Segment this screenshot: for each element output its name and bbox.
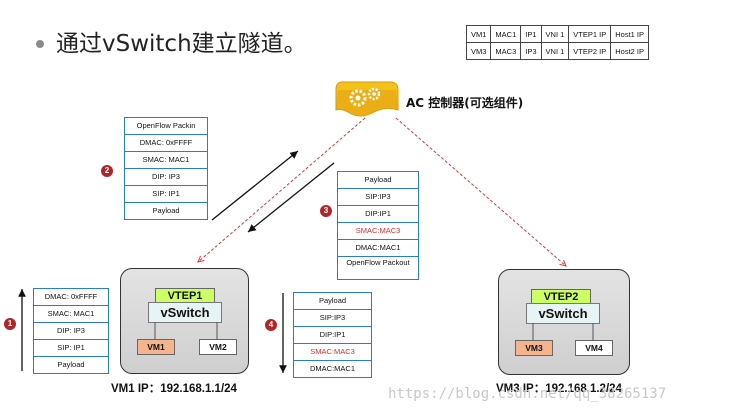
vswitch-1: vSwitch xyxy=(148,302,222,323)
packet-field: OpenFlow Packout xyxy=(346,258,410,267)
packet-step-2: OpenFlow Packin DMAC: 0xFFFF SMAC: MAC1 … xyxy=(124,117,208,220)
packet-field: Payload xyxy=(338,172,418,189)
table-cell: VTEP2 IP xyxy=(568,42,612,60)
table-cell: VM3 xyxy=(465,42,492,60)
packet-field: SMAC: MAC1 xyxy=(125,152,207,169)
packet-field: DMAC:MAC1 xyxy=(338,240,418,257)
table-cell: IP3 xyxy=(520,42,542,60)
packet-field: Payload xyxy=(152,206,180,215)
host-2: VTEP2 vSwitch VM3 VM4 xyxy=(498,269,630,375)
host2-ip-label: VM3 IP：192.168.1.2/24 xyxy=(496,383,622,395)
packet-field: SMAC:MAC3 xyxy=(338,223,418,240)
packet-field: OpenFlow Packin xyxy=(125,118,207,135)
vtep-2: VTEP2 xyxy=(531,289,591,305)
host-1: VTEP1 vSwitch VM1 VM2 xyxy=(120,268,249,374)
packout-arrow xyxy=(247,162,335,233)
packet-field: SMAC: MAC1 xyxy=(34,306,108,323)
tunnel-dashed-line-host2 xyxy=(395,117,566,266)
step-4-badge: 4 xyxy=(265,319,277,331)
host1-links xyxy=(154,322,218,339)
table-cell: Host2 IP xyxy=(610,42,649,60)
host2-links xyxy=(532,323,594,340)
packet-field: SIP:IP3 xyxy=(338,189,418,206)
packet-field: DMAC:MAC1 xyxy=(309,364,355,373)
ac-controller-icon xyxy=(334,76,400,122)
vm3-box: VM3 xyxy=(515,340,553,356)
watermark-text: https://blog.csdn.net/qq_38265137 xyxy=(388,386,667,402)
slide-title: 通过vSwitch建立隧道。 xyxy=(56,31,307,57)
packet-field: Payload xyxy=(57,360,85,369)
packet-field: DMAC: 0xFFFF xyxy=(125,135,207,152)
vm4-box: VM4 xyxy=(575,340,613,356)
table-row: VM3 MAC3 IP3 VNI 1 VTEP2 IP Host2 IP xyxy=(465,42,649,60)
vm1-box: VM1 xyxy=(137,339,175,355)
host1-ip-label: VM1 IP：192.168.1.1/24 xyxy=(111,383,237,395)
packet-field: SIP: IP1 xyxy=(34,340,108,357)
vm2-box: VM2 xyxy=(199,339,237,355)
packet-field: DIP:IP1 xyxy=(338,206,418,223)
packet-field: DIP: IP3 xyxy=(125,169,207,186)
step-2-badge: 2 xyxy=(101,165,113,177)
packet-field: SIP: IP1 xyxy=(125,186,207,203)
packet-field: SMAC:MAC3 xyxy=(294,344,371,361)
packet-field: SIP:IP3 xyxy=(294,310,371,327)
packet-step-4: Payload SIP:IP3 DIP:IP1 SMAC:MAC3 DMAC:M… xyxy=(293,292,372,378)
title-bullet xyxy=(36,40,44,48)
packet-field: DIP:IP1 xyxy=(294,327,371,344)
packet-step-3: Payload SIP:IP3 DIP:IP1 SMAC:MAC3 DMAC:M… xyxy=(337,171,419,280)
packet-field: Payload xyxy=(294,293,371,310)
mapping-table: VM1 MAC1 IP1 VNI 1 VTEP1 IP Host1 IP VM3… xyxy=(465,25,649,60)
packet-field: DMAC: 0xFFFF xyxy=(34,289,108,306)
tunnel-dashed-line-host1 xyxy=(198,117,366,262)
step-3-badge: 3 xyxy=(320,205,332,217)
controller-label: AC 控制器(可选组件) xyxy=(406,96,524,110)
step-1-badge: 1 xyxy=(4,318,16,330)
packin-arrow xyxy=(211,150,299,221)
packet-field: DIP: IP3 xyxy=(34,323,108,340)
packet-step-1: DMAC: 0xFFFF SMAC: MAC1 DIP: IP3 SIP: IP… xyxy=(33,288,109,374)
vswitch-2: vSwitch xyxy=(526,303,600,324)
